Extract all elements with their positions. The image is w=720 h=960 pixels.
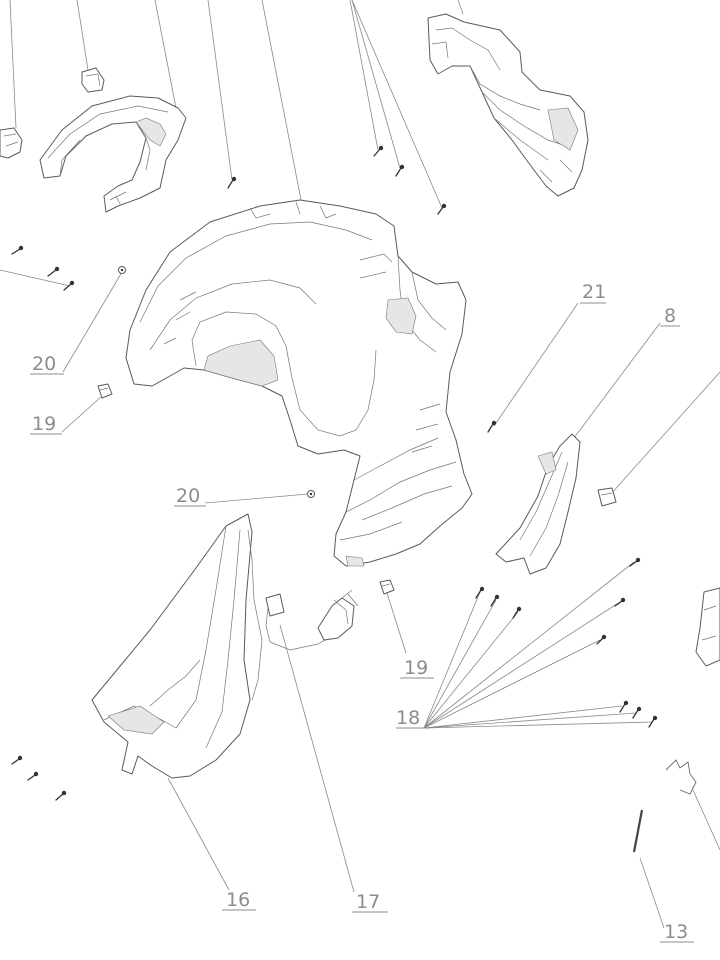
clip-top-part xyxy=(81,67,105,93)
main-front-housing xyxy=(125,199,473,567)
callout-18: 18 xyxy=(396,707,430,729)
side-cover-upper-left xyxy=(39,95,187,213)
washer-icon xyxy=(307,490,315,498)
upper-right-bracket xyxy=(427,13,589,197)
corner-bracket-part xyxy=(0,127,23,159)
callout-20-upper: 20 xyxy=(30,353,64,375)
clip-nut-icon xyxy=(97,383,113,399)
svg-text:13: 13 xyxy=(664,921,688,943)
lamp-wire-assembly xyxy=(265,589,359,651)
washer-icon xyxy=(118,266,126,274)
screw-icon xyxy=(596,634,607,645)
svg-text:17: 17 xyxy=(356,891,380,913)
right-edge-latch xyxy=(695,587,720,667)
screw-icon xyxy=(11,245,24,255)
callout-19-upper: 19 xyxy=(30,413,62,435)
clip-nut-icon xyxy=(379,579,395,595)
lower-side-cover xyxy=(91,513,263,779)
screw-icon xyxy=(11,755,23,765)
svg-text:21: 21 xyxy=(582,281,606,303)
screws-group xyxy=(11,145,658,801)
screw-icon xyxy=(437,203,447,215)
screw-icon xyxy=(487,420,497,433)
screw-icon xyxy=(614,597,626,607)
leader-lines xyxy=(0,0,720,929)
pin-icon xyxy=(632,809,644,853)
callout-17: 17 xyxy=(352,891,388,913)
svg-text:18: 18 xyxy=(396,707,420,729)
screw-icon xyxy=(373,145,384,157)
screw-icon xyxy=(55,790,67,801)
screw-icon xyxy=(63,280,75,291)
svg-text:8: 8 xyxy=(664,305,676,327)
callout-21: 21 xyxy=(580,281,606,304)
callout-8: 8 xyxy=(660,305,680,327)
svg-text:19: 19 xyxy=(404,657,428,679)
svg-text:20: 20 xyxy=(176,485,200,507)
svg-text:19: 19 xyxy=(32,413,56,435)
screw-icon xyxy=(648,715,658,728)
side-panel-right xyxy=(495,433,581,575)
spring-icon xyxy=(665,759,697,795)
screw-icon xyxy=(512,606,522,619)
screw-icon xyxy=(395,164,405,177)
callout-16: 16 xyxy=(222,889,256,911)
screw-icon xyxy=(619,700,629,713)
screw-icon xyxy=(475,586,485,599)
callout-19-middle: 19 xyxy=(400,657,434,679)
callout-20-middle: 20 xyxy=(174,485,206,507)
clip-nut-right-icon xyxy=(597,487,617,507)
screw-icon xyxy=(227,176,237,189)
svg-text:20: 20 xyxy=(32,353,56,375)
screw-icon xyxy=(490,594,500,607)
screw-icon xyxy=(629,557,641,567)
screw-icon xyxy=(632,706,642,719)
screw-icon xyxy=(47,266,60,277)
callout-13: 13 xyxy=(660,921,694,943)
svg-text:16: 16 xyxy=(226,889,250,911)
screw-icon xyxy=(27,771,39,781)
